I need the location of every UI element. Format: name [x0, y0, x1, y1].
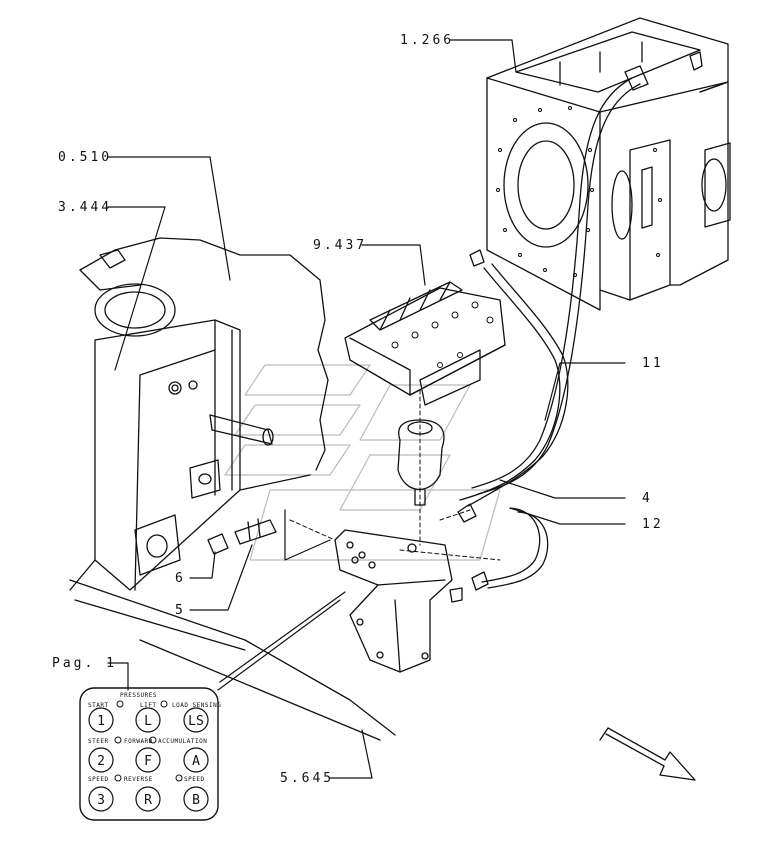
direction-arrow-icon — [599, 727, 696, 781]
callout-1266: 1.266 — [400, 33, 454, 48]
key-r: R — [144, 793, 152, 808]
panel-label-load-sensing: LOAD SENSING — [172, 702, 221, 709]
key-2: 2 — [97, 754, 105, 769]
test-port-b — [183, 786, 209, 812]
callout-5645: 5.645 — [280, 771, 334, 786]
test-port-3 — [88, 786, 114, 812]
panel-label-lift: LIFT — [140, 702, 156, 709]
pressures-panel: PRESSURES START LIFT LOAD SENSING STEER … — [79, 687, 221, 821]
callout-5: 5 — [175, 603, 186, 618]
test-port-l — [135, 707, 161, 733]
key-f: F — [144, 754, 152, 769]
test-port-1 — [88, 707, 114, 733]
callout-11: 11 — [642, 356, 664, 371]
tank-structure — [69, 237, 396, 741]
leader-lines — [107, 39, 626, 779]
key-l: L — [144, 714, 152, 729]
callout-labels: 1.266 0.510 3.444 9.437 11 4 12 6 5 5.64… — [52, 33, 664, 786]
panel-label-speed: SPEED — [88, 776, 109, 783]
fitting-parts — [207, 503, 489, 603]
key-b: B — [192, 793, 200, 808]
key-ls: LS — [188, 714, 204, 729]
key-3: 3 — [97, 793, 105, 808]
hoses — [459, 65, 649, 589]
key-1: 1 — [97, 714, 105, 729]
bracket-plate — [334, 529, 453, 673]
test-port-r — [135, 786, 161, 812]
transmission-housing — [486, 17, 731, 311]
control-valve — [344, 281, 506, 406]
callout-6: 6 — [175, 571, 186, 586]
test-port-2 — [88, 747, 114, 773]
callout-9437: 9.437 — [313, 238, 367, 253]
panel-label-speed-2: SPEED — [184, 776, 205, 783]
panel-label-start: START — [88, 702, 109, 709]
callout-0510: 0.510 — [58, 150, 112, 165]
panel-label-steer: STEER — [88, 738, 109, 745]
guide-lines — [289, 389, 501, 561]
callout-4: 4 — [642, 491, 653, 506]
test-port-ls — [183, 707, 209, 733]
test-port-f — [135, 747, 161, 773]
panel-label-accumulation: ACCUMULATION — [158, 738, 207, 745]
callout-3444: 3.444 — [58, 200, 112, 215]
accumulator — [397, 419, 445, 506]
watermark-logo — [224, 364, 501, 561]
callout-12: 12 — [642, 517, 664, 532]
callout-page-ref: Pag. 1 — [52, 656, 117, 671]
panel-title: PRESSURES — [120, 692, 157, 699]
panel-label-reverse: REVERSE — [124, 776, 153, 783]
panel-label-forward: FORWARD — [124, 738, 153, 745]
test-port-a — [183, 747, 209, 773]
key-a: A — [192, 754, 200, 769]
